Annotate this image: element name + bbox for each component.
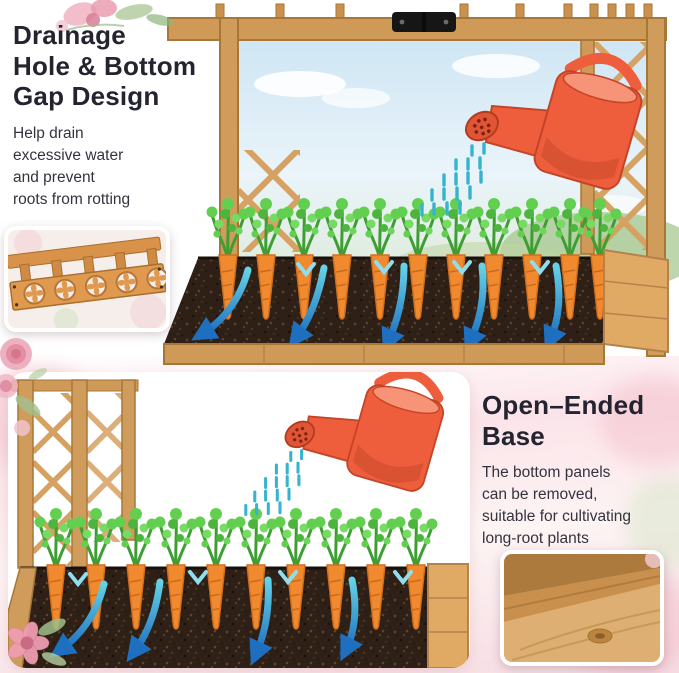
open-box-image (504, 554, 660, 662)
watering-can-icon (246, 372, 452, 515)
drainage-panel-image (8, 230, 166, 328)
open-base-illustration-card (8, 372, 470, 668)
bed-end-panel-right (603, 248, 669, 354)
frame-top-beam (167, 3, 667, 41)
drainage-arrows (49, 576, 363, 666)
surface-drain-chevrons (296, 260, 550, 278)
drainage-panel (8, 236, 166, 311)
garden-bed-open-base-illustration (8, 372, 469, 668)
open-base-photo (500, 550, 664, 666)
background-blob (600, 376, 679, 466)
can-body (533, 52, 643, 190)
garden-bed-watering-illustration (163, 3, 679, 365)
watering-can-icon (420, 52, 643, 217)
bed-end-panel-right (427, 563, 469, 668)
water-spray (420, 142, 486, 217)
box-wall-inner (504, 568, 660, 622)
metal-bracket (392, 12, 456, 32)
bed-front-rail (163, 343, 605, 365)
surface-drain-chevrons (68, 570, 413, 588)
sprinkler-rose (465, 110, 499, 142)
box-wall-top (504, 554, 660, 596)
drainage-holes-photo (4, 226, 170, 332)
drainage-arrows (191, 262, 567, 354)
